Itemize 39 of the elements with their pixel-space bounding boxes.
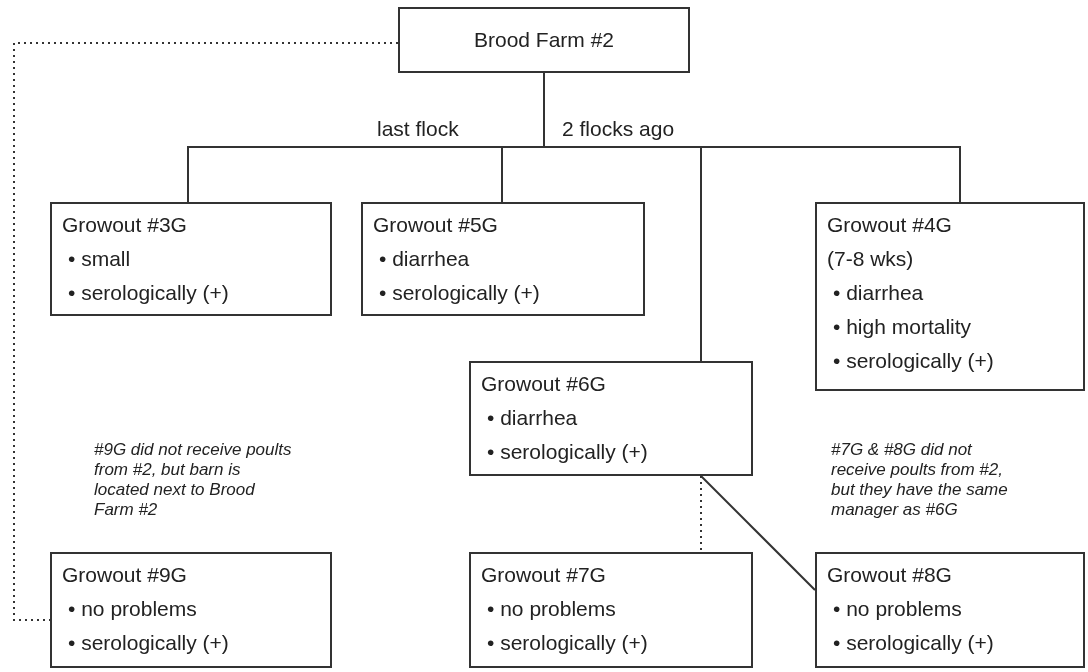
bullet-item: • diarrhea (833, 280, 925, 306)
box-heading: Brood Farm #2 (473, 27, 615, 53)
branch-label: last flock (377, 117, 459, 141)
process-box (815, 552, 1085, 668)
bullet-item: • serologically (+) (487, 439, 648, 465)
box-heading: (7-8 wks) (827, 246, 914, 272)
process-box (50, 202, 332, 316)
process-box (398, 7, 690, 73)
process-box (469, 552, 753, 668)
connector-line (700, 475, 816, 591)
box-heading: Growout #5G (373, 212, 498, 238)
box-heading: Growout #4G (827, 212, 952, 238)
bullet-item: • no problems (487, 596, 617, 622)
bullet-item: • no problems (833, 596, 963, 622)
bullet-item: • serologically (+) (833, 348, 994, 374)
branch-label: 2 flocks ago (562, 117, 675, 141)
note-text: #7G & #8G did not receive poults from #2, but they have the same manager as #6G (831, 440, 1009, 520)
process-box (361, 202, 645, 316)
bullet-item: • small (68, 246, 132, 272)
bullet-item: • serologically (+) (68, 630, 229, 656)
bullet-item: • serologically (+) (487, 630, 648, 656)
bullet-item: • serologically (+) (833, 630, 994, 656)
bullet-item: • high mortality (833, 314, 973, 340)
bullet-item: • no problems (68, 596, 198, 622)
process-box (50, 552, 332, 668)
bullet-item: • serologically (+) (68, 280, 229, 306)
bullet-item: • diarrhea (487, 405, 579, 431)
bullet-item: • serologically (+) (379, 280, 540, 306)
box-heading: Growout #9G (62, 562, 187, 588)
box-heading: Growout #6G (481, 371, 606, 397)
dotted-connector (13, 42, 399, 621)
process-box (815, 202, 1085, 391)
note-text: #9G did not receive poults from #2, but barn is located next to Brood Farm #2 (94, 440, 293, 520)
dotted-connector (700, 475, 702, 553)
bullet-item: • diarrhea (379, 246, 471, 272)
box-heading: Growout #7G (481, 562, 606, 588)
process-box (469, 361, 753, 476)
box-heading: Growout #8G (827, 562, 952, 588)
box-heading: Growout #3G (62, 212, 187, 238)
